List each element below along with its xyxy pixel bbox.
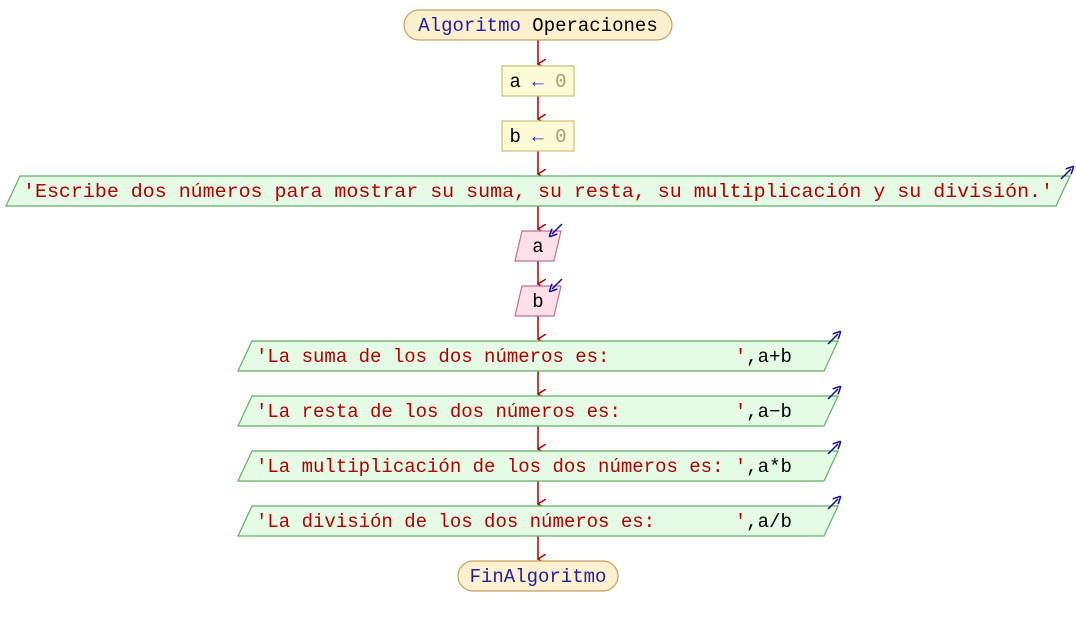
output-difference-text: 'La resta de los dos números es: ',a−b xyxy=(256,401,792,423)
output-arrow-icon xyxy=(827,499,838,510)
output-string: 'La suma de los dos números es: ' xyxy=(256,346,746,368)
output-box-product[interactable]: 'La multiplicación de los dos números es… xyxy=(237,444,838,482)
start-terminal-label: Algoritmo Operaciones xyxy=(418,15,657,37)
output-intro-text: 'Escribe dos números para mostrar su sum… xyxy=(23,181,1053,203)
input-a-text: a xyxy=(532,236,543,258)
algorithm-name: Operaciones xyxy=(532,15,657,37)
output-expr: ,a*b xyxy=(746,456,792,478)
input-box-a[interactable]: a xyxy=(514,223,563,262)
input-box-b[interactable]: b xyxy=(514,278,563,317)
output-arrow-icon xyxy=(1060,169,1071,180)
assign-arrow: ← xyxy=(532,71,544,93)
assignment-box-b[interactable]: b ← 0 xyxy=(501,120,575,152)
assign-arrow: ← xyxy=(532,126,544,148)
assign-var: a xyxy=(509,71,520,93)
end-keyword: FinAlgoritmo xyxy=(470,566,607,588)
start-keyword: Algoritmo xyxy=(418,15,521,37)
output-arrow-icon xyxy=(827,444,838,455)
output-box-difference[interactable]: 'La resta de los dos números es: ',a−b xyxy=(237,389,838,427)
output-arrow-icon xyxy=(827,334,838,345)
output-expr: ,a/b xyxy=(746,511,792,533)
start-terminal[interactable]: Algoritmo Operaciones xyxy=(403,9,673,41)
output-expr: ,a−b xyxy=(746,401,792,423)
output-product-text: 'La multiplicación de los dos números es… xyxy=(256,456,792,478)
input-b-text: b xyxy=(532,291,543,313)
input-arrow-icon xyxy=(552,278,563,289)
output-box-quotient[interactable]: 'La división de los dos números es: ',a/… xyxy=(237,499,838,537)
output-string: 'La división de los dos números es: ' xyxy=(256,511,746,533)
assign-value: 0 xyxy=(555,126,566,148)
assignment-box-a[interactable]: a ← 0 xyxy=(501,65,575,97)
output-expr: ,a+b xyxy=(746,346,792,368)
assignment-a-text: a ← 0 xyxy=(509,71,566,93)
assign-value: 0 xyxy=(555,71,566,93)
output-quotient-text: 'La división de los dos números es: ',a/… xyxy=(256,511,792,533)
output-sum-text: 'La suma de los dos números es: ',a+b xyxy=(256,346,792,368)
output-string: 'La resta de los dos números es: ' xyxy=(256,401,746,423)
assignment-b-text: b ← 0 xyxy=(509,126,566,148)
output-box-sum[interactable]: 'La suma de los dos números es: ',a+b xyxy=(237,334,838,372)
output-arrow-icon xyxy=(827,389,838,400)
input-arrow-icon xyxy=(552,223,563,234)
output-box-intro[interactable]: 'Escribe dos números para mostrar su sum… xyxy=(5,169,1071,207)
assign-var: b xyxy=(509,126,520,148)
end-terminal[interactable]: FinAlgoritmo xyxy=(457,560,619,592)
output-string: 'La multiplicación de los dos números es… xyxy=(256,456,746,478)
